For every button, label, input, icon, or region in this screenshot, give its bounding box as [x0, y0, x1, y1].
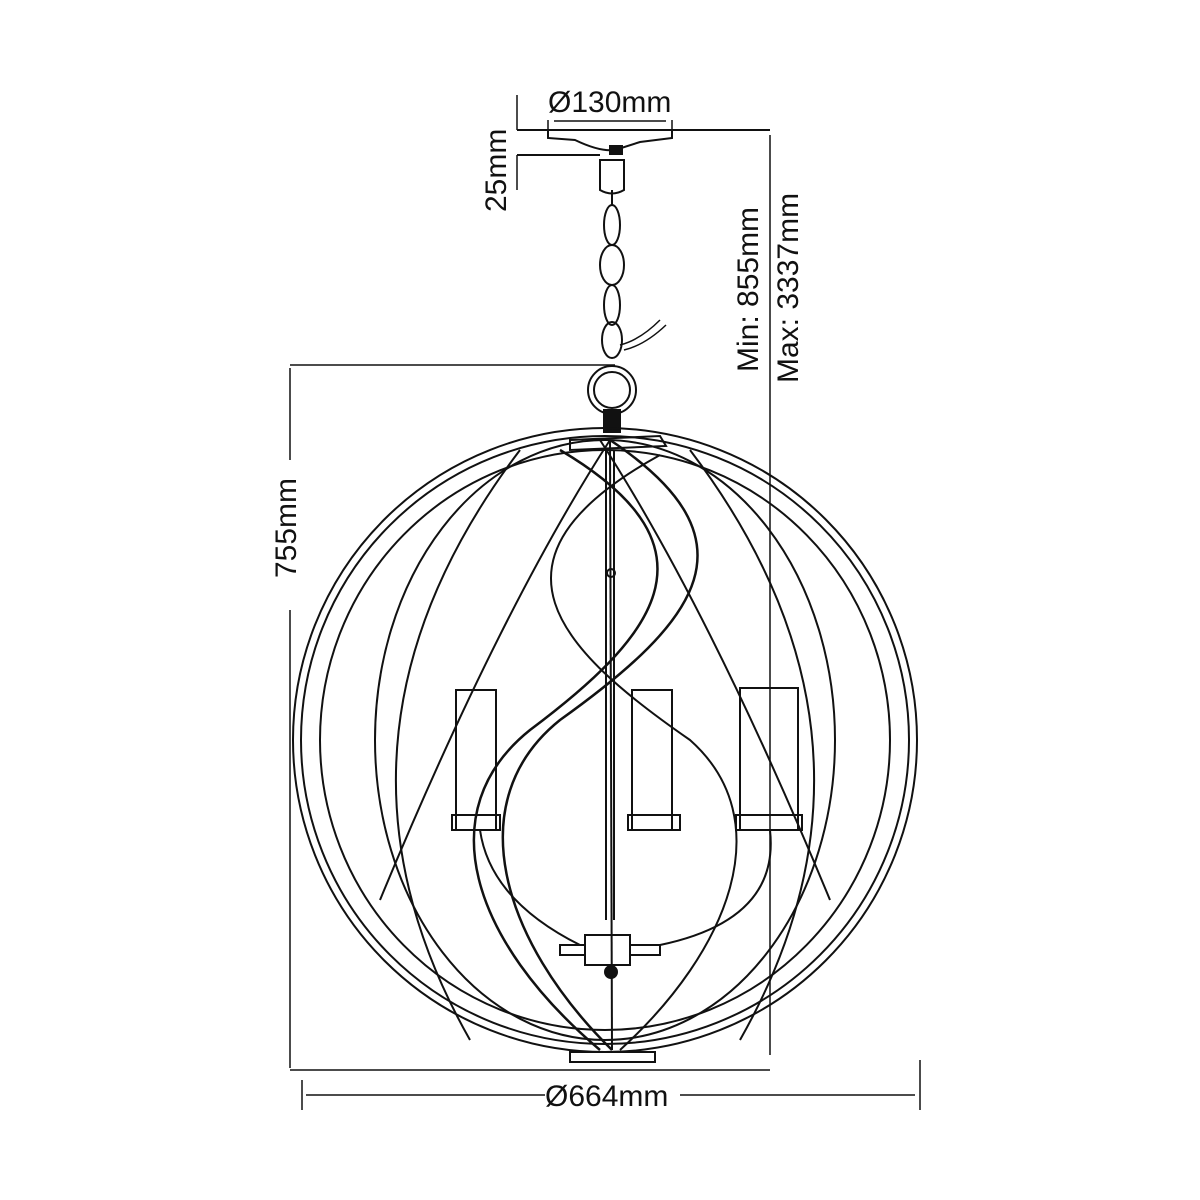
canopy-height-label: 25mm: [480, 128, 513, 212]
body-height-label: 755mm: [270, 477, 303, 578]
canopy: [517, 129, 770, 156]
chain: [599, 159, 667, 359]
ring-hook: [587, 365, 637, 433]
body-diameter-label: Ø664mm: [545, 1080, 669, 1113]
canopy-diameter-label: Ø130mm: [548, 86, 672, 119]
max-drop-label: Max: 3337mm: [772, 192, 805, 383]
bottom-cluster: [559, 934, 661, 979]
sphere-cage: [292, 427, 918, 1063]
min-drop-label: Min: 855mm: [732, 206, 765, 372]
canopy-dimension-lines: [516, 95, 673, 190]
dimension-lines: [289, 135, 921, 1110]
